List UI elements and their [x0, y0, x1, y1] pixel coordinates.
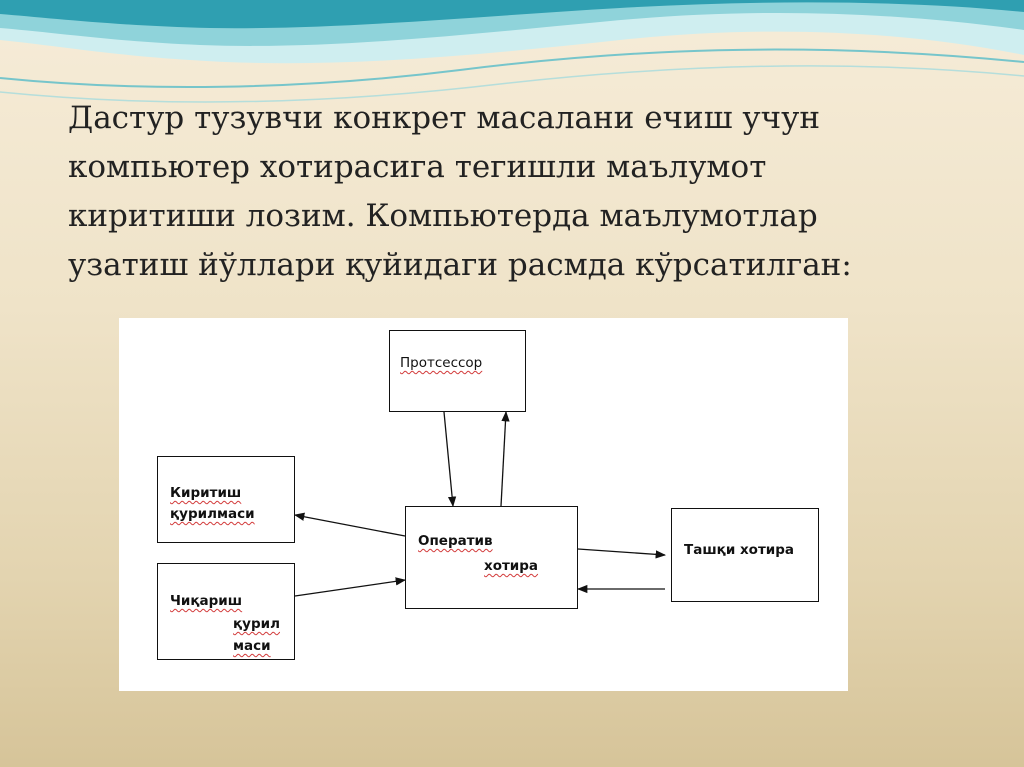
text-line-4: узатиш йўллари қуйидаги расмда кўрсатилг… — [68, 247, 852, 283]
arrow-ram-to-input — [293, 512, 406, 537]
output-device-label-line-2: қурил — [233, 616, 280, 632]
diagram-arrows — [293, 410, 667, 597]
input-device-box: Киритиш қурилмаси — [157, 456, 295, 543]
text-line-3: киритиши лозим. Компьютерда маълумотлар — [68, 198, 818, 234]
ram-label-line-2: хотира — [484, 558, 539, 574]
external-memory-label: Ташқи хотира — [684, 542, 795, 558]
processor-box: Протсессор — [389, 330, 526, 412]
input-device-label-line-2: қурилмаси — [170, 506, 255, 522]
decorative-waves — [0, 0, 1024, 103]
output-device-label-line-3: маси — [233, 638, 271, 654]
arrow-output-to-ram — [294, 577, 407, 597]
slide-body-text: Дастур тузувчи конкрет масалани ечиш учу… — [68, 94, 968, 290]
output-device-box: Чиқариш қурил маси — [157, 563, 295, 660]
arrow-ram-to-external — [577, 548, 667, 559]
input-device-label-line-1: Киритиш — [170, 485, 242, 501]
output-device-label-line-1: Чиқариш — [170, 593, 243, 609]
arrow-ram-to-processor — [500, 410, 510, 507]
text-line-2: компьютер хотирасига тегишли маълумот — [68, 149, 767, 185]
data-flow-diagram: Протсессор Киритиш қурилмаси Чиқариш қур… — [119, 318, 848, 691]
text-line-1: Дастур тузувчи конкрет масалани ечиш учу… — [68, 100, 821, 136]
ram-box: Оператив хотира — [405, 506, 578, 609]
external-memory-box: Ташқи хотира — [671, 508, 819, 602]
arrow-processor-to-ram — [443, 411, 457, 508]
ram-label-line-1: Оператив — [418, 533, 493, 549]
processor-label: Протсессор — [400, 355, 483, 371]
